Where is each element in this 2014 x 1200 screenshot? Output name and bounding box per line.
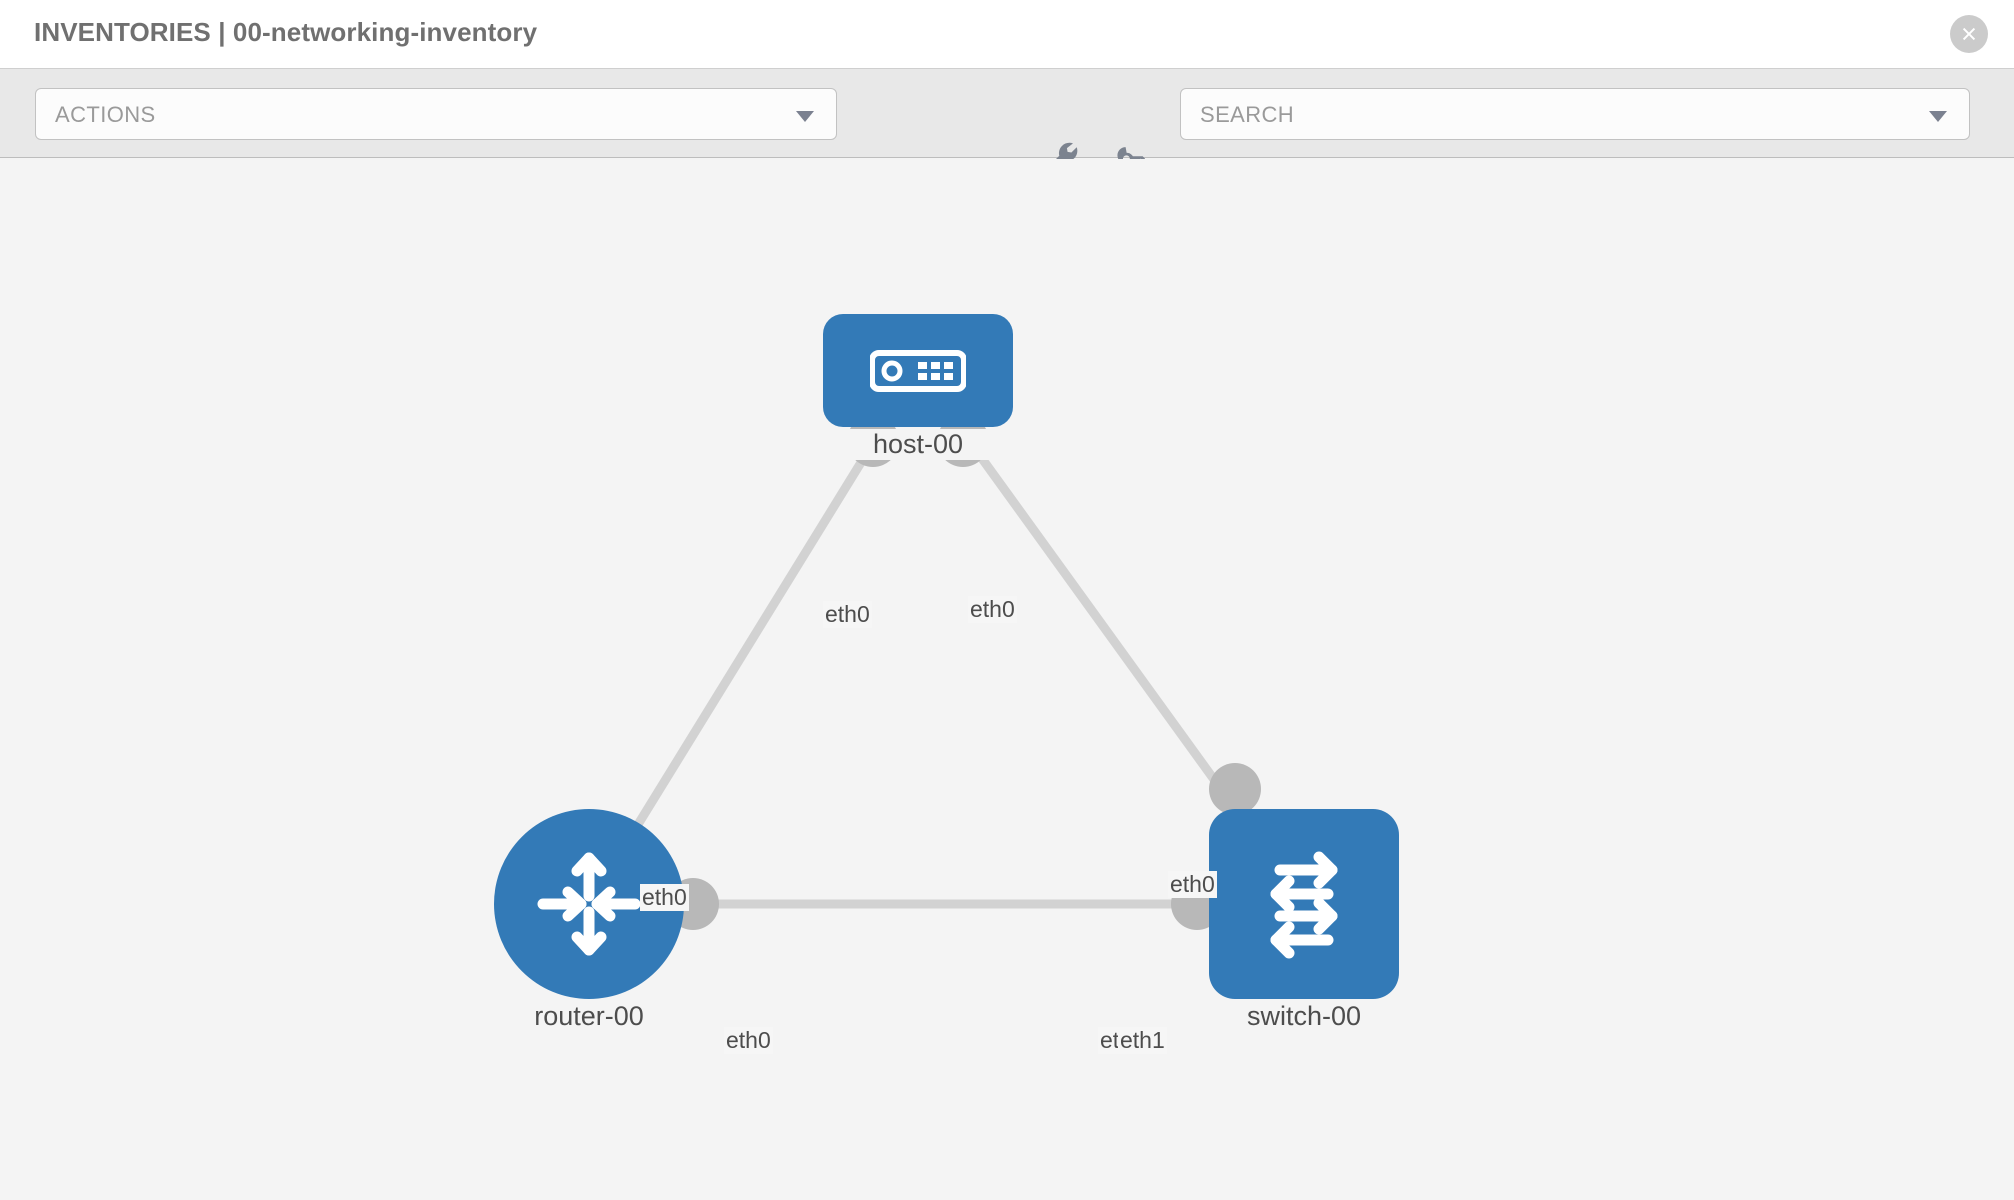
actions-dropdown[interactable]: ACTIONS [35,88,837,140]
topology-node-host-00[interactable]: host-00 [813,314,1023,460]
router-node-label: router-00 [484,1001,694,1032]
search-input[interactable]: SEARCH [1180,88,1970,140]
topology-canvas[interactable]: host-00 [0,159,2014,1200]
chevron-down-icon[interactable] [1929,111,1947,122]
chevron-down-icon [796,111,814,122]
search-placeholder: SEARCH [1200,102,1295,127]
edge-label-router-up: eth0 [640,884,689,911]
actions-dropdown-label: ACTIONS [55,102,156,127]
switch-node-shape [1209,809,1399,999]
edge-label-switch-eth1: eth1 [1118,1027,1167,1054]
endpoint-switch-eth0[interactable] [1209,763,1261,815]
host-node-shape [823,314,1013,427]
switch-node-label: switch-00 [1199,1001,1409,1032]
close-icon[interactable] [1950,15,1988,53]
topology-node-switch-00[interactable]: switch-00 [1199,809,1409,1032]
edge-label-host-right: eth0 [968,596,1017,623]
edge-label-router-eth0: eth0 [724,1027,773,1054]
server-icon [870,349,966,392]
edge-label-switch-up: eth0 [1168,871,1217,898]
switch-arrows-icon [1270,851,1338,959]
edge-label-host-left: eth0 [823,601,872,628]
router-arrows-icon [537,852,641,956]
topology-node-router-00[interactable]: router-00 [484,809,694,1032]
page-title: INVENTORIES | 00-networking-inventory [34,17,538,47]
host-node-label: host-00 [813,429,1023,460]
page-header: INVENTORIES | 00-networking-inventory [0,0,2014,69]
toolbar: ACTIONS SEARCH [0,69,2014,172]
close-x-glyph [1962,27,1976,41]
